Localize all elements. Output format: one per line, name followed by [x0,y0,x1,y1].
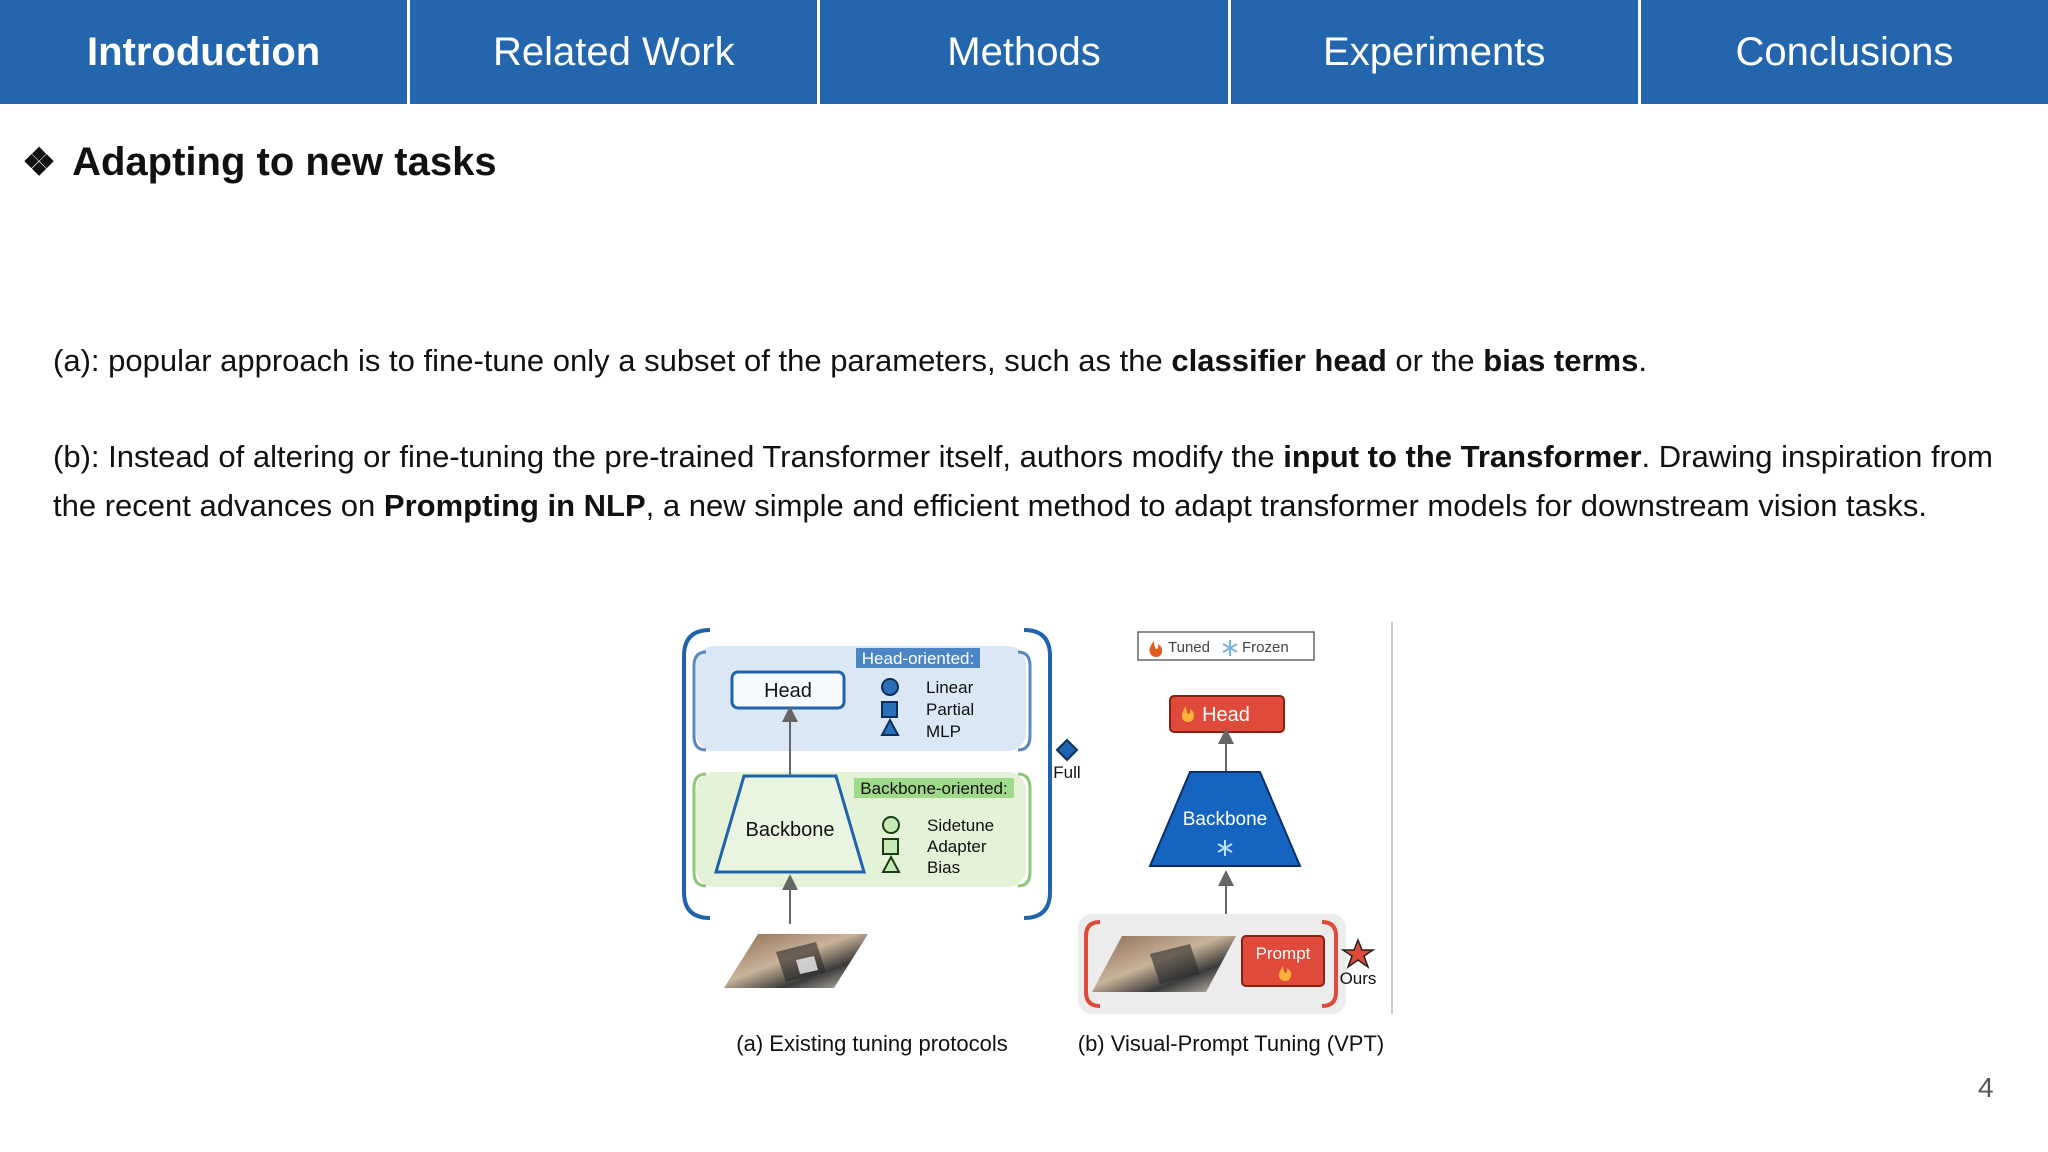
head-method-partial: Partial [926,700,974,719]
input-right-bracket [1321,920,1338,1008]
right-bracket [1023,628,1052,920]
caption-b: (b) Visual-Prompt Tuning (VPT) [1078,1031,1384,1056]
para-a-bold-1: classifier head [1171,343,1387,378]
para-a-bold-2: bias terms [1483,343,1639,378]
backbone-label-b: Backbone [1183,809,1268,830]
legend-frozen: Frozen [1242,639,1289,656]
para-b-text-2: . Drawing inspiration from the recent ad… [53,439,1993,523]
page-number: 4 [1978,1072,1994,1103]
diamond-bullet-icon: ❖ [22,142,57,184]
backbone-oriented-label: Backbone-oriented: [860,779,1007,798]
backbone-label-a: Backbone [746,819,835,841]
head-label-b: Head [1202,704,1250,726]
paragraph-a: (a): popular approach is to fine-tune on… [53,336,1993,385]
partial-square-icon [881,701,898,718]
ours-label: Ours [1340,969,1377,988]
para-b-text-1: (b): Instead of altering or fine-tuning … [53,439,1284,474]
backbone-oriented-label-bg [854,778,1014,798]
caption-a: (a) Existing tuning protocols [736,1031,1007,1056]
vpt-diagram: Head-oriented: Head Linear Partial MLP B… [682,622,1393,1056]
head-method-mlp: MLP [926,722,961,741]
para-b-bold-1: input to the Transformer [1283,439,1642,474]
backbone-method-adapter: Adapter [927,837,987,856]
prompt-label: Prompt [1256,944,1311,963]
left-bracket [682,628,711,920]
legend-tuned: Tuned [1168,639,1210,656]
head-oriented-label: Head-oriented: [862,649,974,668]
backbone-trapezoid-b [1148,771,1302,867]
paragraph-b: (b): Instead of altering or fine-tuning … [53,432,1993,530]
panel-a: Head-oriented: Head Linear Partial MLP B… [682,628,1081,1056]
full-label: Full [1053,763,1080,782]
para-a-text-3: . [1638,343,1647,378]
backbone-method-bias: Bias [927,858,960,877]
para-a-text-2: or the [1386,343,1484,378]
head-method-linear: Linear [926,678,974,697]
head-label-a: Head [764,680,812,702]
tab-related-work[interactable]: Related Work [410,0,818,104]
backbone-trapezoid-a [714,774,866,874]
tab-conclusions[interactable]: Conclusions [1640,0,2048,104]
para-b-bold-2: Prompting in NLP [383,488,646,523]
bias-triangle-icon [881,854,901,873]
backbone-method-sidetune: Sidetune [927,816,994,835]
full-diamond-icon [1055,738,1079,762]
snowflake-icon [1222,640,1238,656]
vpt-figure: Head-oriented: Head Linear Partial MLP B… [676,622,1406,1067]
ours-star-icon [1340,937,1376,969]
adapter-square-icon [882,838,899,855]
prompt-box [1241,935,1325,987]
prompt-flame-icon [1278,966,1292,981]
para-b-text-3: , a new simple and efficient method to a… [645,488,1928,523]
sidetune-circle-icon [882,816,900,834]
linear-circle-icon [881,678,899,696]
para-a-text-1: (a): popular approach is to fine-tune on… [53,343,1172,378]
mlp-triangle-icon [880,717,900,736]
legend-box [1137,631,1315,661]
tab-introduction[interactable]: Introduction [0,0,408,104]
tab-experiments[interactable]: Experiments [1230,0,1638,104]
tab-methods[interactable]: Methods [820,0,1228,104]
slide-title: Adapting to new tasks [72,140,497,184]
input-left-bracket [1084,920,1101,1008]
backbone-snowflake-icon [1217,840,1233,856]
head-flame-icon [1181,706,1195,722]
head-oriented-label-bg [856,648,980,668]
panel-b: Tuned Frozen Head Backbone Prompt [1078,622,1393,1056]
flame-icon [1149,641,1163,657]
section-nav: Introduction Related Work Methods Experi… [0,0,2048,104]
slide-heading: ❖ Adapting to new tasks [22,140,497,185]
